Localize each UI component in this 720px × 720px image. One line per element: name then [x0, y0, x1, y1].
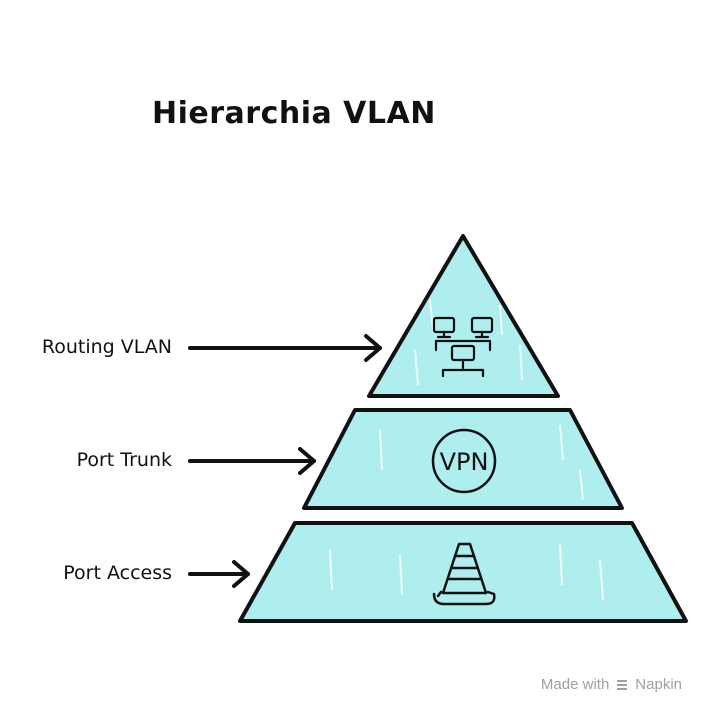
sketch-texture	[329, 299, 604, 601]
pyramid-tier-bottom	[238, 521, 688, 623]
pyramid-tier-middle	[302, 408, 624, 510]
napkin-watermark: Made with Napkin	[541, 676, 682, 693]
watermark-brand: Napkin	[635, 676, 682, 693]
watermark-made-with: Made with	[540, 676, 610, 693]
napkin-logo-icon	[617, 679, 628, 690]
vpn-icon-text: VPN	[440, 448, 489, 476]
level-label-port-trunk: Port Trunk	[76, 449, 172, 471]
pyramid-tier-top	[367, 234, 560, 398]
vpn-icon: VPN	[431, 428, 497, 494]
arrow-port-trunk	[188, 447, 316, 475]
arrow-routing-vlan	[188, 334, 382, 362]
diagram-title: Hierarchia VLAN	[152, 96, 436, 131]
traffic-cone-icon	[432, 542, 496, 606]
level-label-port-access: Port Access	[63, 562, 172, 584]
arrow-port-access	[188, 560, 250, 588]
level-label-routing-vlan: Routing VLAN	[41, 336, 172, 358]
network-computers-icon	[432, 316, 494, 378]
